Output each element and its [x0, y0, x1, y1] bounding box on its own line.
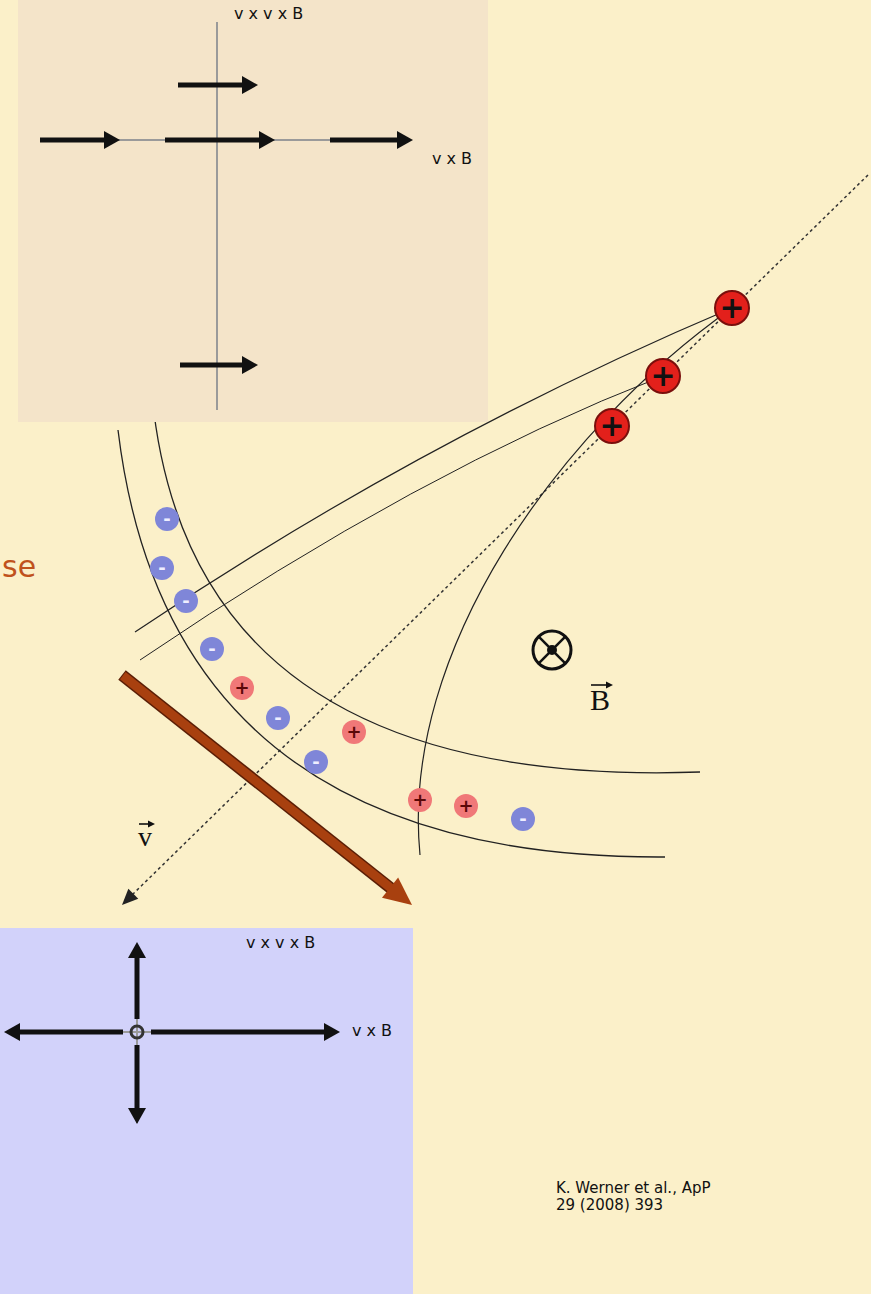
charge-sign: +	[599, 411, 624, 441]
charge-circle: -	[155, 507, 179, 531]
charge-circle: +	[454, 794, 478, 818]
charge-circle: +	[342, 720, 366, 744]
citation: K. Werner et al., ApP 29 (2008) 393	[556, 1180, 721, 1213]
axis-label: v x B	[352, 1022, 392, 1040]
b-field-ring	[533, 631, 571, 669]
polarization-panel: v x v x B v x B	[18, 0, 488, 422]
charge-sign: -	[312, 753, 319, 771]
charge-sign: -	[158, 559, 165, 577]
field-arrow	[180, 363, 242, 368]
charge-circle: +	[408, 788, 432, 812]
charge-sign: -	[274, 709, 281, 727]
field-arrow	[40, 138, 104, 143]
velocity-symbol: v	[138, 822, 152, 853]
field-arrow-head	[242, 76, 258, 94]
b-field-cross	[539, 637, 566, 664]
charge-sign: -	[519, 810, 526, 828]
axis-line	[136, 948, 138, 1123]
axis-line	[10, 1031, 330, 1033]
charge-circle: +	[645, 358, 681, 394]
charge-circle: -	[150, 556, 174, 580]
charge-circle: -	[174, 589, 198, 613]
axis-label: v x B	[432, 150, 472, 168]
charge-sign: -	[182, 592, 189, 610]
polarization-panel: v x v x B v x B	[0, 928, 413, 1294]
axis-origin	[131, 1026, 143, 1038]
panel-vectors	[0, 928, 413, 1294]
axis-line	[118, 139, 338, 141]
charge-circle: +	[594, 408, 630, 444]
field-arrow	[135, 1045, 140, 1108]
field-arrow	[178, 83, 242, 88]
field-arrow	[330, 138, 397, 143]
drift-arrow-body	[123, 676, 392, 889]
field-arrow	[20, 1030, 123, 1035]
field-arrow	[135, 958, 140, 1019]
field-arrow-head	[397, 131, 413, 149]
drift-arrow	[122, 675, 412, 905]
b-field-dot	[547, 645, 557, 655]
charge-circle: -	[511, 807, 535, 831]
charge-sign: -	[208, 640, 215, 658]
field-arrow	[165, 138, 259, 143]
charge-circle: -	[266, 706, 290, 730]
field-arrow	[151, 1030, 324, 1035]
charge-circle: +	[230, 676, 254, 700]
b-field-symbol	[533, 631, 571, 669]
charge-circle: -	[304, 750, 328, 774]
field-arrow-head	[259, 131, 275, 149]
shower-front-outer	[118, 430, 665, 857]
field-arrow-head	[242, 356, 258, 374]
axis-label: v x v x B	[246, 934, 315, 952]
field-symbol: B	[590, 683, 610, 716]
field-arrow-head	[128, 942, 146, 958]
field-arrow-head	[324, 1023, 340, 1041]
b-field-cross	[539, 637, 566, 664]
axis-line	[216, 22, 218, 410]
charge-circle: -	[200, 637, 224, 661]
charge-sign: +	[234, 679, 249, 697]
shower-front-inner	[152, 395, 700, 773]
charge-circle: +	[714, 290, 750, 326]
panel-vectors	[18, 0, 488, 422]
field-arrow-head	[128, 1108, 146, 1124]
charge-sign: +	[719, 293, 744, 323]
charge-sign: +	[346, 723, 361, 741]
drift-arrow-outline	[122, 675, 392, 889]
field-arrow-head	[4, 1023, 20, 1041]
axis-arrow-head	[122, 889, 138, 905]
charge-sign: +	[412, 791, 427, 809]
field-arrow-head	[104, 131, 120, 149]
drift-arrow-head	[382, 877, 412, 905]
charge-sign: +	[650, 361, 675, 391]
charge-sign: -	[163, 510, 170, 528]
cut-text: se	[2, 550, 36, 583]
charge-sign: +	[458, 797, 473, 815]
axis-label: v x v x B	[234, 5, 303, 23]
